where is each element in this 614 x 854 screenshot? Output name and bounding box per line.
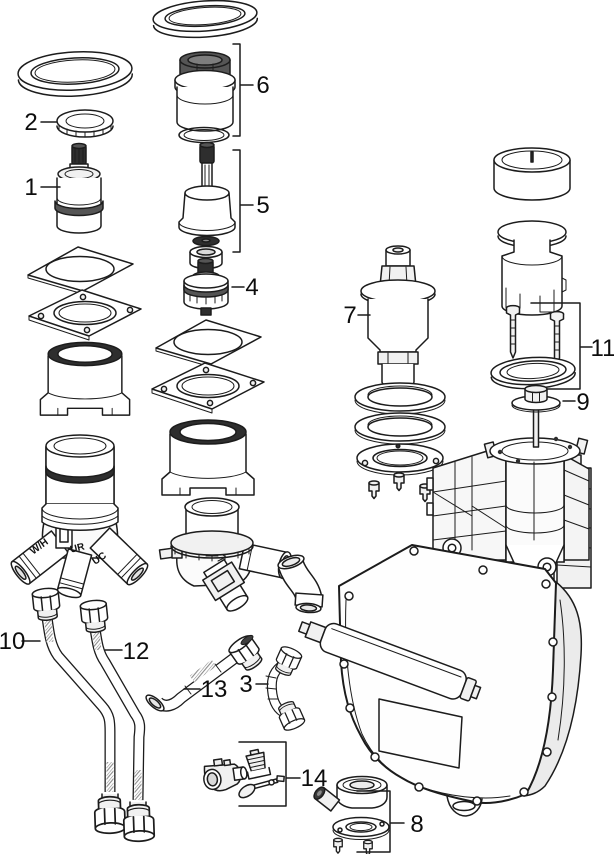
hose-12 bbox=[79, 598, 156, 843]
seal-ring-large-middle bbox=[152, 0, 259, 39]
part-cap-ring-right bbox=[493, 147, 571, 201]
part-7-screw-1 bbox=[368, 480, 380, 500]
part-label-8: 8 bbox=[410, 811, 423, 838]
part-square-gasket-middle bbox=[155, 319, 262, 368]
part-6-canister bbox=[174, 51, 236, 144]
bracket-part-11 bbox=[530, 302, 593, 390]
housing-mount-block bbox=[426, 446, 590, 561]
bracket-part-6 bbox=[232, 43, 254, 137]
part-2-threaded-ring bbox=[56, 109, 114, 138]
part-label-6: 6 bbox=[256, 72, 269, 99]
part-flange-plate-middle bbox=[151, 362, 265, 414]
housing-side-seam bbox=[557, 599, 565, 741]
part-label-11: 11 bbox=[591, 335, 614, 362]
part-label-13: 13 bbox=[201, 676, 228, 703]
part-label-14: 14 bbox=[301, 765, 328, 792]
part-7-flange-plate bbox=[356, 443, 444, 476]
part-label-4: 4 bbox=[245, 274, 258, 301]
seal-ring-large-left bbox=[17, 51, 133, 97]
part-11-screw-2 bbox=[549, 310, 565, 365]
part-label-2: 2 bbox=[24, 109, 37, 136]
part-label-7: 7 bbox=[343, 302, 356, 329]
part-piston-right bbox=[497, 220, 567, 316]
part-7-washer-2 bbox=[354, 412, 446, 445]
part-label-12: 12 bbox=[123, 638, 150, 665]
part-square-gasket-left bbox=[27, 246, 134, 295]
part-label-10: 10 bbox=[0, 628, 25, 655]
part-label-9: 9 bbox=[576, 389, 589, 416]
part-8-outlet-fitting bbox=[313, 775, 390, 854]
part-14-service-kit bbox=[203, 748, 285, 799]
part-label-3: 3 bbox=[239, 671, 252, 698]
hose-10 bbox=[31, 586, 127, 835]
cistern-housing bbox=[298, 436, 592, 817]
part-flange-plate-left bbox=[28, 289, 142, 341]
part-7-plunger bbox=[360, 245, 436, 388]
part-label-5: 5 bbox=[256, 192, 269, 219]
part-1-cartridge bbox=[54, 142, 104, 234]
part-4-cartridge bbox=[183, 257, 229, 316]
bracket-part-14 bbox=[238, 741, 301, 807]
part-11-screw-1 bbox=[505, 304, 521, 359]
part-7-washer-1 bbox=[354, 382, 446, 415]
part-sleeve-cup-left bbox=[39, 341, 131, 416]
part-9-nut-washer bbox=[511, 384, 561, 448]
elbow-fitting bbox=[277, 554, 324, 614]
bracket-part-8 bbox=[356, 790, 405, 853]
part-5-spindle-assembly bbox=[178, 141, 236, 270]
housing-access-opening bbox=[378, 698, 463, 769]
housing-bottom-boss bbox=[446, 795, 483, 817]
part-13-angled-pipe bbox=[145, 632, 267, 712]
middle-valve-body bbox=[158, 497, 293, 612]
housing-screw-dots bbox=[339, 546, 558, 806]
part-label-1: 1 bbox=[24, 174, 37, 201]
part-sleeve-cup-middle bbox=[161, 419, 255, 496]
left-valve-body: W/H UR UC bbox=[10, 434, 149, 599]
port-marking-ur: UR bbox=[69, 541, 86, 555]
bracket-part-5 bbox=[232, 149, 254, 253]
part-7-screw-2 bbox=[393, 472, 405, 492]
housing-actuator-bar bbox=[298, 621, 482, 702]
part-3-hose bbox=[265, 643, 307, 734]
